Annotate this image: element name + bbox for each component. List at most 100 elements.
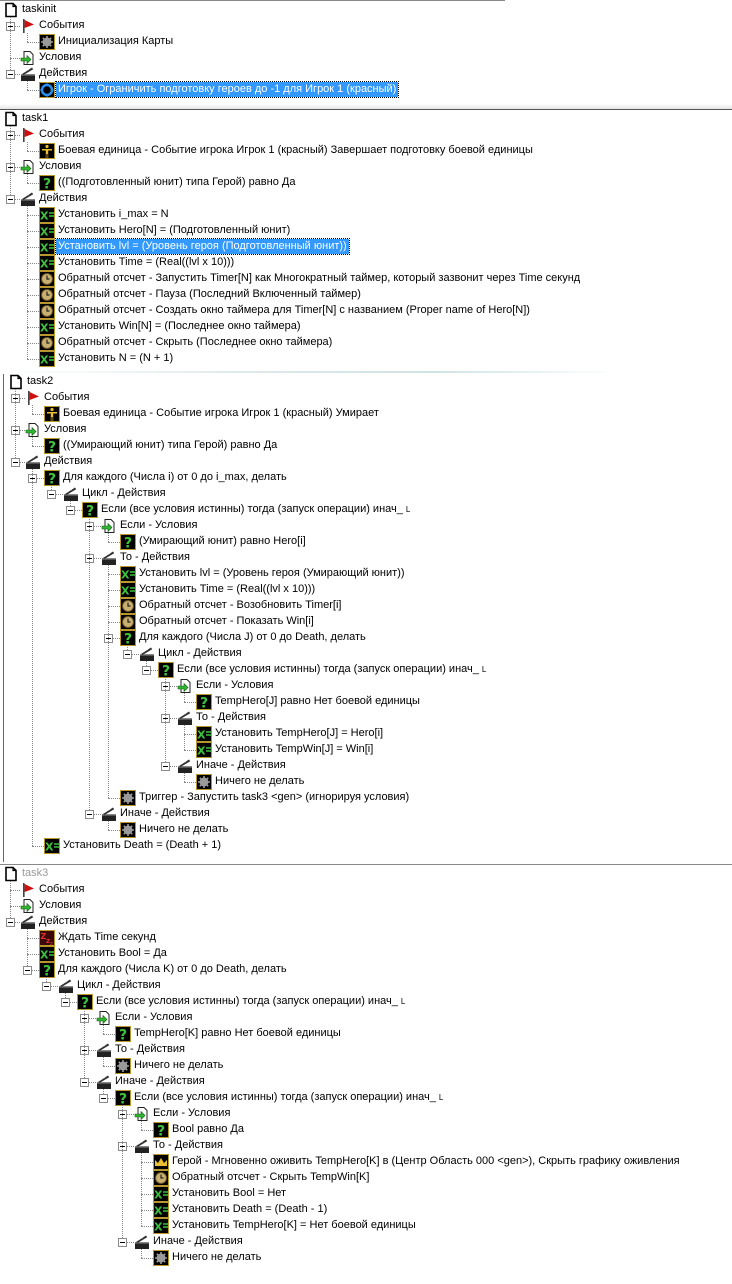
tree-connector-line <box>141 1121 142 1130</box>
tree-item-text: То - Действия <box>120 551 190 563</box>
tree-connector-line <box>27 142 28 151</box>
tree-connector-stub <box>122 1242 134 1243</box>
timer-icon <box>120 598 136 614</box>
tree-item-text: Ждать Time секунд <box>58 931 156 943</box>
tree-connector-line <box>46 977 47 986</box>
tree-connector-line <box>103 1057 104 1066</box>
set-variable-icon: X <box>44 838 60 854</box>
tree-connector-stub <box>146 670 158 671</box>
tree-connector-stub <box>141 1178 153 1179</box>
collapse-toggle[interactable] <box>66 506 75 515</box>
tree-item-text: Ничего не делать <box>215 775 305 787</box>
collapse-toggle[interactable] <box>123 650 132 659</box>
svg-text:X: X <box>154 1189 163 1202</box>
collapse-toggle[interactable] <box>142 666 151 675</box>
tree-item-label: task2 <box>25 374 55 389</box>
tree-item-text: Установить Death = (Death + 1) <box>63 839 222 851</box>
clapper-icon <box>101 806 117 822</box>
timer-icon <box>120 614 136 630</box>
conditions-icon <box>20 898 36 914</box>
svg-text:?: ? <box>162 664 170 679</box>
tree-item-text: Если - Условия <box>196 679 274 691</box>
tree-item-text: То - Действия <box>115 1043 185 1055</box>
tree-item-label: Условия <box>37 50 83 65</box>
tree-connector-stub <box>32 478 44 479</box>
set-variable-icon: X <box>39 207 55 223</box>
svg-text:?: ? <box>81 996 89 1011</box>
tree-connector-stub <box>27 954 39 955</box>
tree-item-label: TempHero[J] равно Нет боевой единицы <box>213 694 422 709</box>
tree-item-text: Действия <box>39 915 88 927</box>
gear-icon <box>39 34 55 50</box>
collapse-toggle[interactable] <box>118 1238 127 1247</box>
tree-item-text: Условия <box>39 160 82 172</box>
svg-text:?: ? <box>119 1028 127 1043</box>
tree-item-label: Герой - Мгновенно оживить TempHero[K] в … <box>170 1154 682 1169</box>
tree-connector-line <box>32 405 33 414</box>
collapse-toggle[interactable] <box>99 1094 108 1103</box>
tree-connector-stub <box>141 1258 153 1259</box>
clapper-icon <box>134 1138 150 1154</box>
tree-connector-stub <box>10 890 20 891</box>
tree-connector-stub <box>89 526 101 527</box>
set-variable-icon: X <box>39 351 55 367</box>
collapse-toggle[interactable] <box>85 810 94 819</box>
svg-text:X: X <box>197 729 206 742</box>
tree-item-text: Обратный отсчет - Скрыть TempWin[K] <box>172 1171 370 1183</box>
tree-item-text: Иначе - Действия <box>153 1235 243 1247</box>
collapse-toggle[interactable] <box>23 966 32 975</box>
collapse-toggle[interactable] <box>6 195 15 204</box>
tree-item-label: Иначе - Действия <box>113 1074 207 1089</box>
tree-item-text: Условия <box>39 51 82 63</box>
tree-item-text: Установить Win[N] = (Последнее окно тайм… <box>58 320 301 332</box>
tree-item-text: Если (все условия истинны) тогда (запуск… <box>177 663 479 675</box>
collapse-toggle[interactable] <box>161 762 170 771</box>
collapse-toggle[interactable] <box>6 918 15 927</box>
tree-item-label: Иначе - Действия <box>194 758 288 773</box>
tree-item-text: Если (все условия истинны) тогда (запуск… <box>96 995 398 1007</box>
tree-connector-line <box>108 533 109 542</box>
collapse-toggle[interactable] <box>42 982 51 991</box>
svg-text:?: ? <box>124 632 132 647</box>
tree-connector-stub <box>27 231 39 232</box>
tree-connector-stub <box>27 215 39 216</box>
tree-item-label: Если - Условия <box>194 678 275 693</box>
tree-connector-line <box>10 881 11 922</box>
tree-connector-line <box>122 1105 123 1242</box>
collapse-toggle[interactable] <box>47 490 56 499</box>
tree-item-text: Установить Time = (Real((lvl x 10))) <box>139 583 316 595</box>
tree-connector-stub <box>84 1082 96 1083</box>
tree-item-label: Для каждого (Числа K) от 0 до Death, дел… <box>56 962 289 977</box>
svg-text:?: ? <box>48 472 56 487</box>
collapse-toggle[interactable] <box>6 70 15 79</box>
tree-item-label: Инициализация Карты <box>56 34 175 49</box>
svg-text:?: ? <box>43 964 51 979</box>
tree-connector-stub <box>27 247 39 248</box>
collapse-toggle[interactable] <box>11 458 20 467</box>
tree-item-label: Обратный отсчет - Скрыть TempWin[K] <box>170 1170 371 1185</box>
tree-item-label: Ждать Time секунд <box>56 930 158 945</box>
clapper-icon <box>177 758 193 774</box>
separator-task2 <box>0 371 620 373</box>
tree-item-label: Обратный отсчет - Создать окно таймера д… <box>56 303 532 318</box>
document-icon <box>8 374 24 390</box>
svg-text:?: ? <box>43 177 51 192</box>
svg-text:X: X <box>45 841 54 854</box>
tree-connector-line <box>141 1153 142 1226</box>
tree-item-text: Ничего не делать <box>172 1251 262 1263</box>
tree-item-label: Если (все условия истинны) тогда (запуск… <box>99 502 412 517</box>
tree-item-text: Установить Bool = Да <box>58 947 167 959</box>
tree-connector-line <box>10 126 11 199</box>
collapse-toggle[interactable] <box>80 1078 89 1087</box>
collapse-toggle[interactable] <box>61 998 70 1007</box>
svg-text:X: X <box>40 226 49 239</box>
tree-item-label: События <box>37 127 86 142</box>
tree-connector-line <box>32 469 33 846</box>
question-icon: ? <box>44 470 60 486</box>
tree-connector-line <box>10 17 11 74</box>
gear-icon <box>153 1250 169 1266</box>
tree-item-text: Боевая единица - Событие игрока Игрок 1 … <box>63 407 379 419</box>
question-icon: ? <box>120 630 136 646</box>
svg-text:X: X <box>40 322 49 335</box>
tree-item-text: Установить Hero[N] = (Подготовленный юни… <box>58 224 291 236</box>
